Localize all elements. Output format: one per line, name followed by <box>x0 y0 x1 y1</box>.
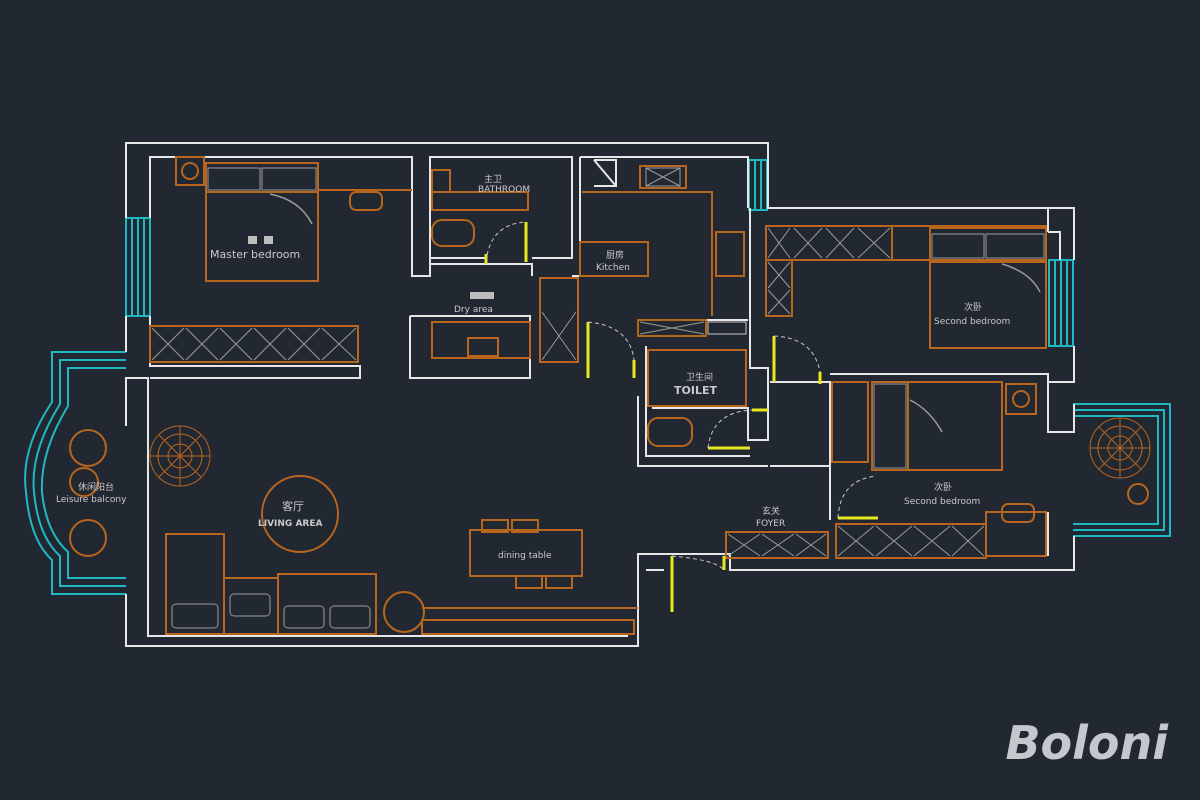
coffee-table <box>261 475 339 553</box>
stove-icon <box>639 165 687 189</box>
bed-curves <box>269 193 1041 433</box>
dry-area-label: Dry area <box>454 305 493 315</box>
living-cn-label: 客厅 <box>282 499 304 513</box>
master-bedroom-label: Master bedroom <box>210 248 300 261</box>
dining-label: dining table <box>498 551 552 561</box>
toilet-2-icon <box>647 417 693 447</box>
furniture <box>69 156 1149 635</box>
door-swings <box>485 221 877 571</box>
plant-icons <box>149 417 1151 487</box>
side-table <box>383 591 425 633</box>
wardrobe-hatch <box>151 167 1045 629</box>
foyer-cn-label: 玄关 <box>762 505 780 517</box>
balcony-cn-label: 休闲阳台 <box>78 481 114 493</box>
second-bed-a <box>929 227 1047 349</box>
desk-chair <box>349 191 383 211</box>
living-en-label: LIVING AREA <box>258 519 322 529</box>
bathroom-en-label: BATHROOM <box>478 185 530 195</box>
toilet-cn-label: 卫生间 <box>686 371 713 383</box>
nightstand-2 <box>1005 383 1037 415</box>
nightstand <box>175 156 205 186</box>
foyer-en-label: FOYER <box>756 519 785 529</box>
bathroom-cn-label: 主卫 <box>484 173 502 185</box>
wardrobe <box>149 325 359 363</box>
fixtures <box>248 236 747 335</box>
kitchen-en-label: Kitchen <box>596 263 630 273</box>
second-bed-b <box>871 381 1003 471</box>
brand-logo: Boloni <box>1005 716 1168 770</box>
second-bedroom-b-cn-label: 次卧 <box>934 481 952 493</box>
doors <box>484 222 878 612</box>
master-bed <box>205 162 319 282</box>
second-bedroom-b-en-label: Second bedroom <box>904 497 980 507</box>
second-bedroom-a-en-label: Second bedroom <box>934 317 1010 327</box>
kitchen-cn-label: 厨房 <box>606 249 624 261</box>
balcony-en-label: Leisure balcony <box>56 495 127 505</box>
fridge-icon <box>539 277 579 363</box>
second-bedroom-a-cn-label: 次卧 <box>964 301 982 313</box>
sink-icon <box>467 337 499 357</box>
windows <box>24 159 1171 595</box>
wardrobe-3 <box>835 523 987 559</box>
toilet-icon <box>431 219 475 247</box>
lamp-icon <box>181 162 199 180</box>
toilet-en-label: TOILET <box>674 384 717 397</box>
foyer-cabinet <box>725 531 829 559</box>
kitchen-sink-icon <box>715 231 745 277</box>
walls <box>125 142 1075 647</box>
sofa <box>277 573 377 635</box>
